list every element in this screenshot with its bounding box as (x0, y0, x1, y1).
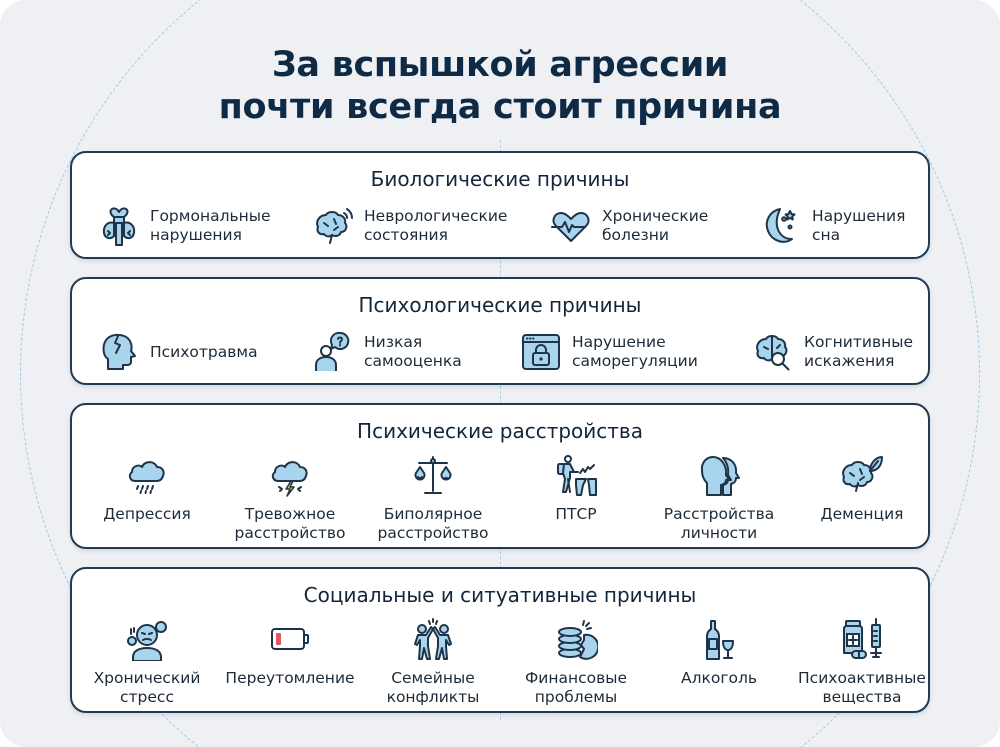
item-label: Финансовые проблемы (524, 669, 628, 706)
two-heads-icon (700, 456, 740, 496)
hiker-cliff-icon (557, 455, 597, 496)
item-label: Алкоголь (680, 669, 758, 687)
item-burnout: Переутомление (220, 617, 360, 688)
section-title: Биологические причины (370, 167, 630, 191)
page-title: За вспышкой агрессии почти всегда стоит … (0, 44, 1000, 128)
section-title: Социальные и ситуативные причины (303, 583, 697, 607)
storm-cloud-icon (271, 461, 308, 497)
item-personality-disorders: Расстройства личности (649, 453, 789, 543)
item-low-self-esteem: Низкая самооценка (312, 331, 462, 373)
section-social-situational: Социальные и ситуативные причины Хрониче… (70, 567, 930, 713)
section-title: Психические расстройства (357, 419, 643, 443)
item-label: Расстройства личности (663, 505, 775, 542)
item-family-conflicts: Семейные конфликты (363, 617, 503, 707)
item-sleep-disorders: Нарушения сна (760, 205, 905, 247)
item-chronic-stress: Хронический стресс (77, 617, 217, 707)
item-neurological-conditions: Неврологические состояния (312, 205, 507, 247)
item-label: Деменция (820, 505, 904, 523)
item-label: Низкая самооценка (364, 333, 462, 370)
item-label: Хронический стресс (93, 669, 201, 706)
item-label: Нарушение саморегуляции (572, 333, 698, 370)
item-label: Неврологические состояния (364, 207, 508, 244)
brain-leaf-icon (842, 456, 883, 492)
item-label: Психотравма (150, 342, 258, 361)
item-financial-problems: Финансовые проблемы (506, 617, 646, 707)
section-biological: Биологические причины Гормональные наруш… (70, 151, 930, 259)
item-label: Переутомление (225, 669, 355, 687)
broken-coins-icon (558, 620, 598, 660)
item-label: Психоактивные вещества (798, 669, 926, 706)
item-self-regulation-disorder: Нарушение саморегуляции (520, 331, 698, 373)
section-title: Психологические причины (358, 293, 642, 317)
item-ptsd: ПТСР (506, 453, 646, 524)
item-alcohol: Алкоголь (649, 617, 789, 688)
section-mental-disorders: Психические расстройства Депрессия Трево… (70, 403, 930, 549)
section-psychological: Психологические причины Психотравма Низк… (70, 277, 930, 385)
title-line-2: почти всегда стоит причина (218, 87, 782, 127)
dashed-circle-decoration (20, 0, 980, 747)
brain-magnifier-icon (756, 335, 790, 371)
person-question-icon (315, 331, 350, 371)
item-psychoactive-substances: Психоактивные вещества (792, 617, 932, 707)
low-battery-icon (271, 628, 309, 650)
item-hormonal-disorders: Гормональные нарушения (98, 205, 271, 247)
item-anxiety-disorder: Тревожное расстройство (220, 453, 360, 543)
item-label: Тревожное расстройство (234, 505, 346, 542)
stressed-person-icon (127, 621, 167, 661)
heart-pulse-icon (551, 212, 590, 242)
pills-syringe-icon (843, 618, 882, 659)
item-cognitive-distortions: Когнитивные искажения (752, 331, 913, 373)
item-label: Биполярное расстройство (377, 505, 489, 542)
item-dementia: Деменция (792, 453, 932, 524)
item-label: ПТСР (555, 505, 597, 523)
item-label: Семейные конфликты (386, 669, 480, 706)
item-psychotrauma: Психотравма (98, 331, 258, 373)
item-chronic-diseases: Хронические болезни (550, 205, 708, 247)
arguing-people-icon (414, 618, 452, 660)
item-depression: Депрессия (77, 453, 217, 524)
bottle-glass-icon (706, 620, 734, 660)
scales-faces-icon (414, 456, 452, 494)
window-lock-icon (522, 334, 560, 370)
rain-cloud-icon (128, 461, 165, 494)
brain-signal-icon (316, 208, 353, 244)
title-line-1: За вспышкой агрессии (271, 45, 729, 85)
item-label: Хронические болезни (602, 207, 709, 244)
item-label: Депрессия (103, 505, 191, 523)
item-label: Гормональные нарушения (150, 207, 271, 244)
thyroid-icon (102, 207, 136, 246)
item-label: Нарушения сна (812, 207, 906, 244)
item-label: Когнитивные искажения (804, 333, 913, 370)
moon-stars-icon (765, 208, 796, 243)
cracked-head-icon (102, 333, 136, 370)
item-bipolar-disorder: Биполярное расстройство (363, 453, 503, 543)
